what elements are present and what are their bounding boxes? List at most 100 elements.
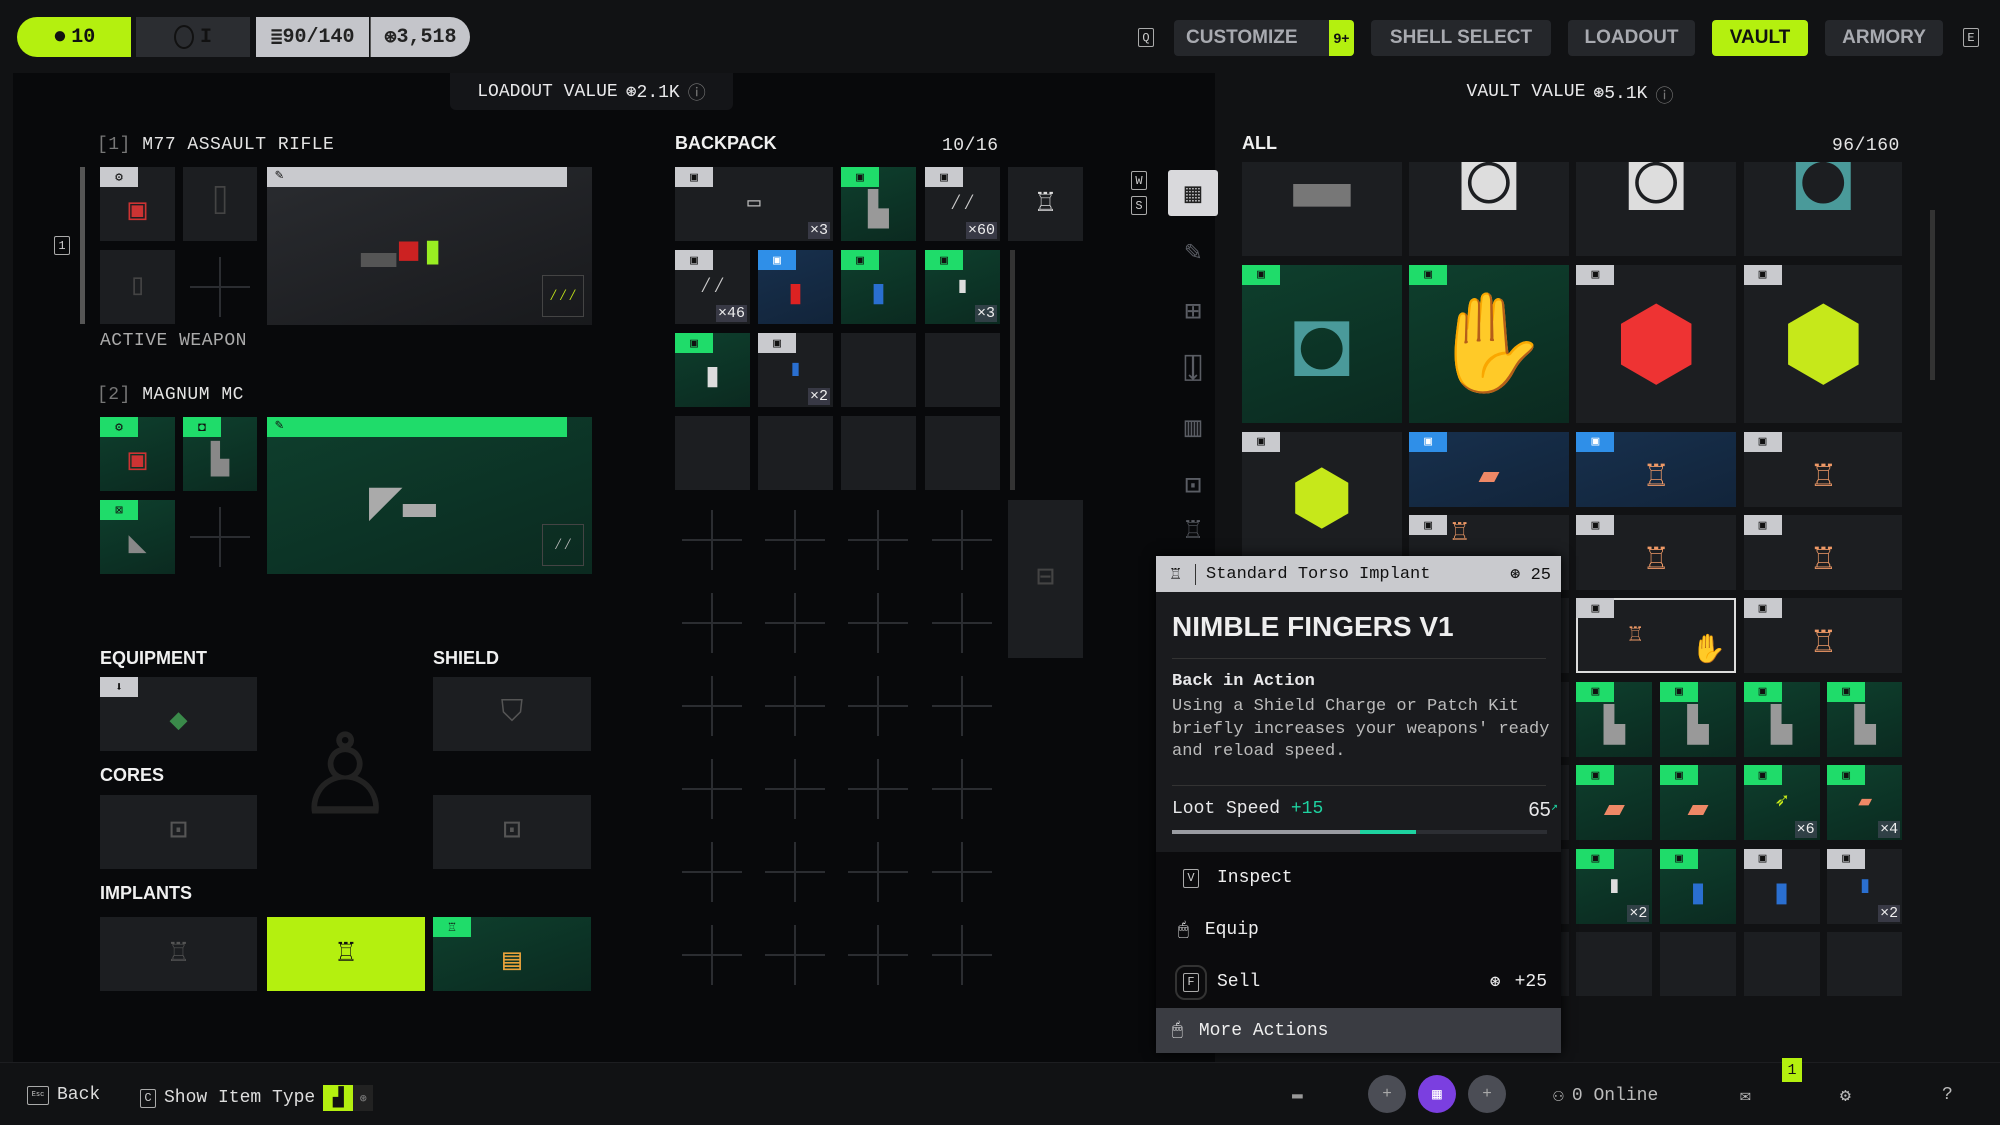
vault-item[interactable]: ▣▮ (1743, 848, 1820, 924)
vault-empty-slot[interactable] (1743, 932, 1820, 996)
implant-slot-torso[interactable]: ♖ (267, 917, 425, 991)
backpack-empty-slot[interactable] (758, 416, 833, 490)
filter-consumables-icon[interactable]: ⊞ (1184, 297, 1202, 329)
equip-action[interactable]: 🖱Equip (1156, 904, 1561, 956)
vault-item[interactable]: ▣▙ (1576, 681, 1653, 757)
settings-gear-icon[interactable]: ⚙ (1840, 1087, 1851, 1107)
backpack-side-slot[interactable]: ⊟ (1008, 500, 1083, 658)
chat-icon[interactable]: ▬ (1292, 1085, 1303, 1105)
vault-empty-slot[interactable] (1660, 932, 1736, 996)
tab-shell-select[interactable]: SHELL SELECT (1371, 20, 1551, 56)
backpack-item[interactable]: ▣▮ (675, 333, 750, 407)
w-key[interactable]: W (1131, 171, 1147, 190)
filter-all-grid-icon[interactable]: ▦ (1168, 170, 1218, 216)
vault-item[interactable]: ▣♖✋ (1576, 598, 1736, 674)
vault-item[interactable]: ▣⬢ (1743, 264, 1902, 424)
tab-armory[interactable]: ARMORY (1825, 20, 1943, 56)
vault-scrollbar[interactable] (1930, 210, 1935, 380)
core-slot-2[interactable]: ⊡ (433, 795, 591, 869)
backpack-item[interactable]: ▣▮×2 (758, 333, 833, 407)
vault-item[interactable]: ▣➶×6 (1743, 765, 1820, 841)
empty-slot-cross[interactable] (190, 507, 250, 567)
e-key[interactable]: E (1963, 28, 1979, 47)
vault-empty-slot[interactable] (1576, 932, 1653, 996)
vault-item[interactable]: ▣✋ (1409, 264, 1569, 424)
vault-item[interactable]: ▣▙ (1827, 681, 1902, 757)
backpack-body-slot[interactable]: ♖ (1008, 167, 1083, 241)
equipment-slot[interactable]: ⬇◆ (100, 677, 257, 751)
vault-item[interactable]: ▣◘ (1242, 264, 1402, 424)
implant-slot-legs[interactable]: ♖▤ (433, 917, 591, 991)
vault-item[interactable]: ▣♖ (1576, 515, 1736, 590)
tab-customize[interactable]: CUSTOMIZE 9+ (1174, 20, 1354, 56)
info-icon[interactable]: ⓘ (1655, 88, 1674, 108)
weapon2-mod-slot[interactable]: ⚙▣ (100, 417, 175, 491)
tab-vault[interactable]: VAULT (1712, 20, 1808, 56)
filter-weapons-icon[interactable]: ✎ (1184, 237, 1202, 269)
backpack-item[interactable]: ▣▙ (841, 167, 916, 241)
filter-ammo-icon[interactable]: ▥ (1184, 413, 1202, 445)
locked-slot-cross (682, 759, 742, 819)
weapon1-mod-slot[interactable]: ⚙▣ (100, 167, 175, 241)
vault-item[interactable]: ◙ (1576, 162, 1736, 257)
implant-slot-head[interactable]: ♖ (100, 917, 257, 991)
party-slot-add[interactable]: + (1368, 1075, 1406, 1113)
core-slot-1[interactable]: ⊡ (100, 795, 257, 869)
vault-item[interactable]: ◙ (1409, 162, 1569, 257)
backpack-scrollbar[interactable] (1010, 250, 1015, 490)
vault-item[interactable]: ▣♖ (1576, 431, 1736, 507)
shield-slot[interactable]: ⛉ (433, 677, 591, 751)
vault-item[interactable]: ▣▮×2 (1576, 848, 1653, 924)
vault-item[interactable]: ▣▰ (1409, 431, 1569, 507)
vault-item[interactable]: ▣⬢ (1576, 264, 1736, 424)
vault-item[interactable]: ▣♖ (1743, 431, 1902, 507)
s-key[interactable]: S (1131, 196, 1147, 215)
player-avatar[interactable]: ▦ (1418, 1075, 1456, 1113)
backpack-empty-slot[interactable] (925, 333, 1000, 407)
filter-implants-icon[interactable]: ♖ (1184, 515, 1202, 547)
backpack-item[interactable]: ▣▮×3 (925, 250, 1000, 324)
backpack-empty-slot[interactable] (841, 333, 916, 407)
backpack-item[interactable]: ▣▮ (841, 250, 916, 324)
vault-item[interactable]: ▣▮ (1660, 848, 1736, 924)
vault-item[interactable]: ◘ (1743, 162, 1902, 257)
backpack-item[interactable]: ▣⁄⁄×46 (675, 250, 750, 324)
more-actions[interactable]: 🖱More Actions (1156, 1008, 1561, 1053)
filter-equipment-icon[interactable]: ⍗ (1184, 355, 1202, 387)
vault-item[interactable]: ▣▰×4 (1827, 765, 1902, 841)
backpack-empty-slot[interactable] (841, 416, 916, 490)
backpack-item[interactable]: ▣▭×3 (675, 167, 833, 241)
backpack-item[interactable]: ▣⁄⁄×60 (925, 167, 1000, 241)
vault-item[interactable]: ▣▰ (1576, 765, 1653, 841)
weapon2-image[interactable]: ✎ ◤▬ ⁄⁄ (267, 417, 592, 574)
weapon1-mag-slot[interactable]: ▯ (100, 250, 175, 324)
vault-item[interactable]: ▣▮×2 (1827, 848, 1902, 924)
q-key[interactable]: Q (1138, 28, 1154, 47)
weapon1-image[interactable]: ✎ ▬■▮ ⁄⁄⁄ (267, 167, 592, 325)
weapon2-grip-slot[interactable]: ◘▙ (183, 417, 257, 491)
vault-item[interactable]: ▬ (1242, 162, 1402, 257)
vault-empty-slot[interactable] (1827, 932, 1902, 996)
backpack-item[interactable]: ▣▮ (758, 250, 833, 324)
backpack-empty-slot[interactable] (925, 416, 1000, 490)
filter-cores-icon[interactable]: ⊡ (1184, 471, 1202, 503)
weapon1-barrel-slot[interactable]: ⌷ (183, 167, 257, 241)
vault-item[interactable]: ▣♖ (1743, 515, 1902, 590)
vault-item[interactable]: ▣▙ (1743, 681, 1820, 757)
weapon2-optic-slot[interactable]: ⊠◣ (100, 500, 175, 574)
online-friends[interactable]: ⚇0 Online (1553, 1085, 1658, 1107)
help-button[interactable]: ? (1942, 1085, 1953, 1105)
mail-icon[interactable]: ✉ (1740, 1087, 1751, 1107)
vault-item[interactable]: ▣♖ (1743, 598, 1902, 674)
tab-loadout[interactable]: LOADOUT (1568, 20, 1695, 56)
vault-item[interactable]: ▣▙ (1660, 681, 1736, 757)
info-icon[interactable]: ⓘ (687, 84, 706, 105)
party-slot-add[interactable]: + (1468, 1075, 1506, 1113)
empty-slot-cross[interactable] (190, 257, 250, 317)
backpack-empty-slot[interactable] (675, 416, 750, 490)
vault-item[interactable]: ▣▰ (1660, 765, 1736, 841)
